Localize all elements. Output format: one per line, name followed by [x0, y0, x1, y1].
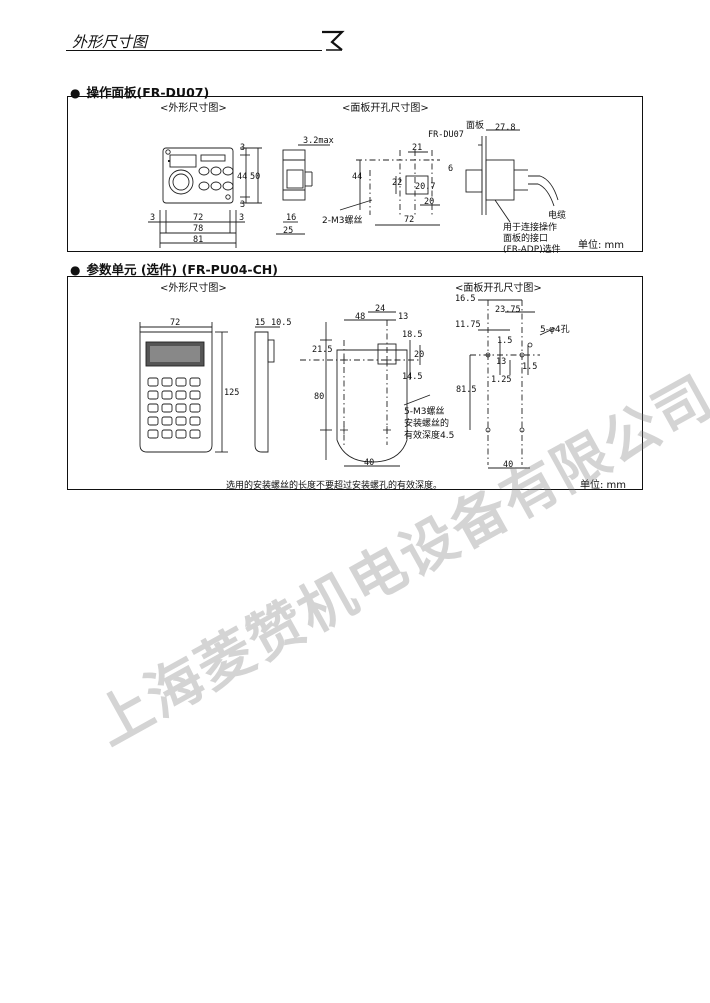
- s2-unit: 单位: mm: [580, 480, 627, 491]
- s2-dim-215: 21.5: [312, 345, 333, 355]
- s1-outline-caption: <外形尺寸图>: [160, 103, 227, 114]
- s2-dim-13b: 13: [496, 357, 507, 367]
- s1-dim-3c: 3: [150, 213, 156, 223]
- s2-note: 选用的安装螺丝的长度不要超过安装螺孔的有效深度。: [226, 481, 443, 491]
- s1-dim-20: 20: [424, 197, 435, 207]
- s2-dim-105: 10.5: [271, 318, 292, 328]
- s2-dim-145: 14.5: [402, 372, 423, 382]
- s1-dim-3b: 3: [240, 200, 246, 210]
- s1-dim-16: 16: [286, 213, 297, 223]
- s2-label-hole: 5-φ4孔: [540, 325, 570, 335]
- s2-label-screw: 5-M3螺丝: [404, 407, 445, 417]
- s1-dim-78: 78: [193, 224, 204, 234]
- s1-panel-cut-caption: <面板开孔尺寸图>: [342, 103, 429, 114]
- section2-heading-text: 参数单元 (选件) (FR-PU04-CH): [86, 262, 278, 277]
- s2-dim-165: 16.5: [455, 294, 476, 304]
- s2-label-depth2: 有效深度4.5: [404, 431, 455, 441]
- s1-label-panel: 面板: [466, 121, 485, 131]
- s1-dim-32max: 3.2max: [303, 136, 334, 146]
- s2-outline-caption: <外形尺寸图>: [160, 283, 227, 294]
- s1-unit: 单位: mm: [578, 240, 625, 251]
- s1-dim-44b: 44: [352, 172, 363, 182]
- page-title: 外形尺寸图: [72, 33, 148, 51]
- s2-dim-15b: 1.5: [497, 336, 513, 346]
- section2-frame: [67, 276, 643, 490]
- s1-label-screw: 2-M3螺丝: [322, 216, 363, 226]
- s1-label-cable: 电缆: [548, 211, 567, 221]
- header-rule: [66, 50, 322, 51]
- s1-dim-21: 21: [412, 143, 423, 153]
- s1-drawing: [148, 129, 559, 248]
- s1-label-du07: FR-DU07: [428, 130, 464, 140]
- s2-label-depth1: 安装螺丝的: [404, 419, 450, 429]
- s1-note-line1: 用于连接操作: [503, 223, 558, 233]
- s2-dim-1175: 11.75: [455, 320, 481, 330]
- s2-dim-48: 48: [355, 312, 366, 322]
- s1-dim-72b: 72: [404, 215, 415, 225]
- s1-dim-25: 25: [283, 226, 294, 236]
- s1-dim-22: 22: [392, 178, 403, 188]
- s2-dim-72: 72: [170, 318, 181, 328]
- s1-dim-6: 6: [448, 164, 454, 174]
- section1-frame: [67, 96, 643, 252]
- s1-dim-207: 20.7: [415, 182, 436, 192]
- s2-dim-40: 40: [364, 458, 375, 468]
- s1-dim-50: 50: [250, 172, 261, 182]
- brand-logo-icon: [322, 30, 345, 51]
- s2-dim-24: 24: [375, 304, 386, 314]
- bullet-icon: ●: [70, 263, 81, 277]
- s2-dim-125b: 1.25: [491, 375, 512, 385]
- s1-dim-278: 27.8: [495, 123, 516, 133]
- s2-dim-185: 18.5: [402, 330, 423, 340]
- s2-panel-cut-caption: <面板开孔尺寸图>: [455, 283, 542, 294]
- s1-dim-81: 81: [193, 235, 204, 245]
- s1-note-line2: 面板的接口: [503, 234, 549, 244]
- s2-dim-15c: 1.5: [522, 362, 538, 372]
- s2-dim-80: 80: [314, 392, 325, 402]
- s2-dim-815: 81.5: [456, 385, 477, 395]
- s2-dim-125: 125: [224, 388, 240, 398]
- s2-dim-20: 20: [414, 350, 425, 360]
- s1-note-line3: (FR-ADP)选件: [503, 245, 561, 255]
- s2-dim-15: 15: [255, 318, 266, 328]
- s2-dim-13: 13: [398, 312, 409, 322]
- s1-dim-3d: 3: [239, 213, 245, 223]
- section2-heading: ● 参数单元 (选件) (FR-PU04-CH): [70, 259, 278, 278]
- s1-dim-72: 72: [193, 213, 204, 223]
- s2-drawing: [139, 299, 556, 469]
- bullet-icon: ●: [70, 86, 81, 100]
- s2-dim-2375: 23.75: [495, 305, 521, 315]
- s1-dim-3a: 3: [240, 143, 246, 153]
- s2-dim-40b: 40: [503, 460, 514, 470]
- s1-dim-44: 44: [237, 172, 248, 182]
